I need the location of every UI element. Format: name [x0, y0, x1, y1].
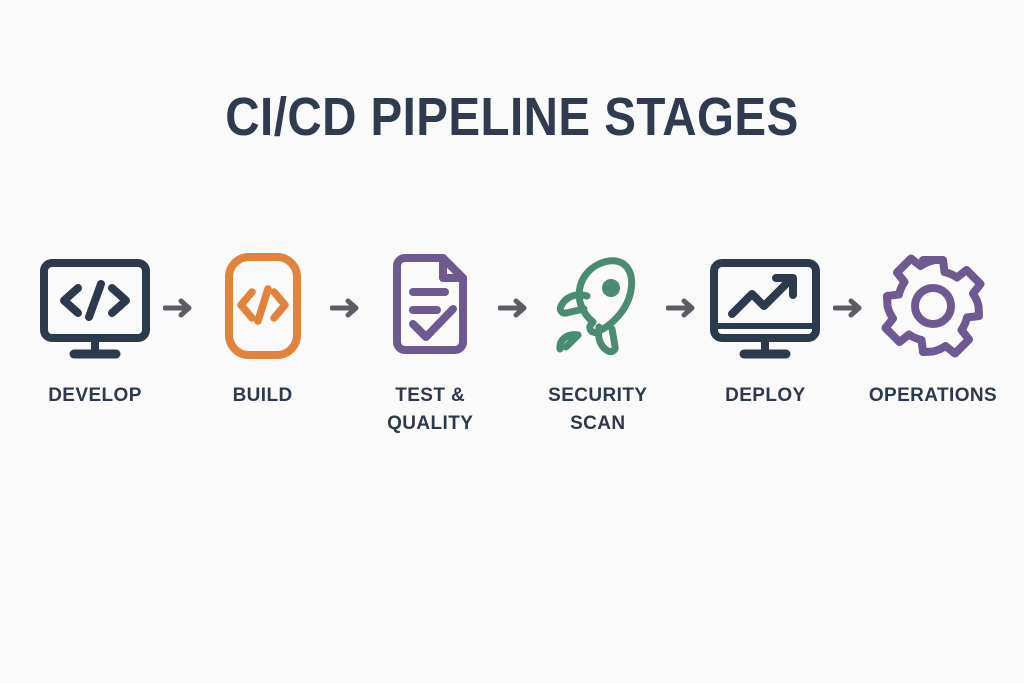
monitor-code-icon — [34, 252, 156, 364]
arrow-right-icon-2 — [328, 252, 364, 364]
arrow-right-icon-1 — [161, 252, 197, 364]
page-title: CI/CD PIPELINE STAGES — [225, 87, 799, 147]
monitor-chart-up-icon — [704, 252, 826, 364]
stage-label-operations: OPERATIONS — [868, 385, 998, 406]
stage-operations[interactable]: OPERATIONS — [868, 252, 998, 410]
arrow-right-icon-4 — [664, 252, 700, 364]
stage-label-deploy: DEPLOY — [725, 385, 806, 406]
arrow-right-icon-3 — [496, 252, 532, 364]
stage-build[interactable]: BUILD — [202, 252, 324, 410]
pipeline-row: DEVELOP BUILD — [34, 252, 998, 437]
gear-icon — [872, 252, 994, 364]
document-checklist-icon — [369, 252, 491, 364]
stage-label-build: BUILD — [232, 385, 293, 406]
rocket-icon — [537, 252, 659, 364]
arrow-right-icon-5 — [831, 252, 867, 364]
stage-label-security-scan: SECURITY SCAN — [548, 385, 648, 434]
stage-develop[interactable]: DEVELOP — [34, 252, 156, 410]
stage-test-quality[interactable]: TEST & QUALITY — [369, 252, 491, 437]
stage-security-scan[interactable]: SECURITY SCAN — [537, 252, 659, 437]
code-brackets-box-icon — [202, 252, 324, 364]
stage-deploy[interactable]: DEPLOY — [704, 252, 826, 410]
stage-label-develop: DEVELOP — [48, 385, 142, 406]
stage-label-test-quality: TEST & QUALITY — [387, 385, 474, 434]
